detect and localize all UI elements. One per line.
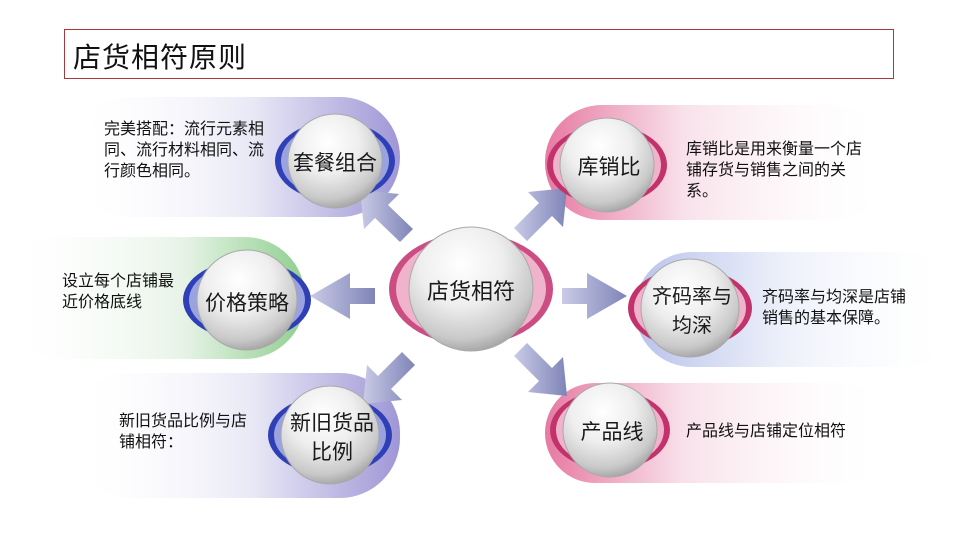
- node-label-price: 价格策略: [205, 291, 289, 315]
- arrow-to-old-new: [363, 352, 415, 404]
- desc-product-line: 产品线与店铺定位相符: [686, 421, 847, 440]
- node-label-stock-sales: 库销比: [578, 155, 641, 179]
- desc-package: 完美搭配：流行元素相同、流行材料相同、流行颜色相同。: [104, 119, 265, 180]
- arrows: [310, 188, 627, 404]
- center-label: 店货相符: [427, 280, 515, 305]
- node-label-completeness-2: 均深: [672, 313, 712, 337]
- node-label-product-line: 产品线: [581, 420, 644, 444]
- node-old-new: 新旧货品 比例: [268, 385, 392, 485]
- arrow-to-stock-sales: [514, 188, 567, 241]
- arrow-to-product-line: [514, 343, 567, 396]
- arrow-to-completeness: [562, 273, 627, 319]
- page-title: 店货相符原则: [73, 41, 248, 74]
- node-completeness: 齐码率与 均深: [628, 258, 752, 358]
- desc-stock-sales: 库销比是用来衡量一个店铺存货与销售之间的关系。: [686, 139, 863, 200]
- node-label-completeness-1: 齐码率与: [652, 284, 732, 308]
- node-stock-sales: 库销比: [547, 117, 667, 213]
- desc-completeness: 齐码率与均深是店铺销售的基本保障。: [762, 287, 907, 327]
- node-label-old-new-2: 比例: [311, 440, 353, 464]
- node-label-package: 套餐组合: [293, 151, 377, 175]
- arrow-to-price: [310, 273, 375, 319]
- title-box: 店货相符原则: [64, 29, 894, 79]
- arrow-to-package: [360, 190, 413, 242]
- node-package: 套餐组合: [275, 113, 395, 209]
- desc-price: 设立每个店铺最近价格底线: [62, 271, 175, 311]
- node-label-old-new-1: 新旧货品: [290, 411, 374, 435]
- center-node: 店货相符: [389, 226, 553, 352]
- node-price: 价格策略: [183, 249, 311, 351]
- node-product-line: 产品线: [550, 382, 670, 478]
- desc-old-new: 新旧货品比例与店铺相符：: [119, 411, 248, 451]
